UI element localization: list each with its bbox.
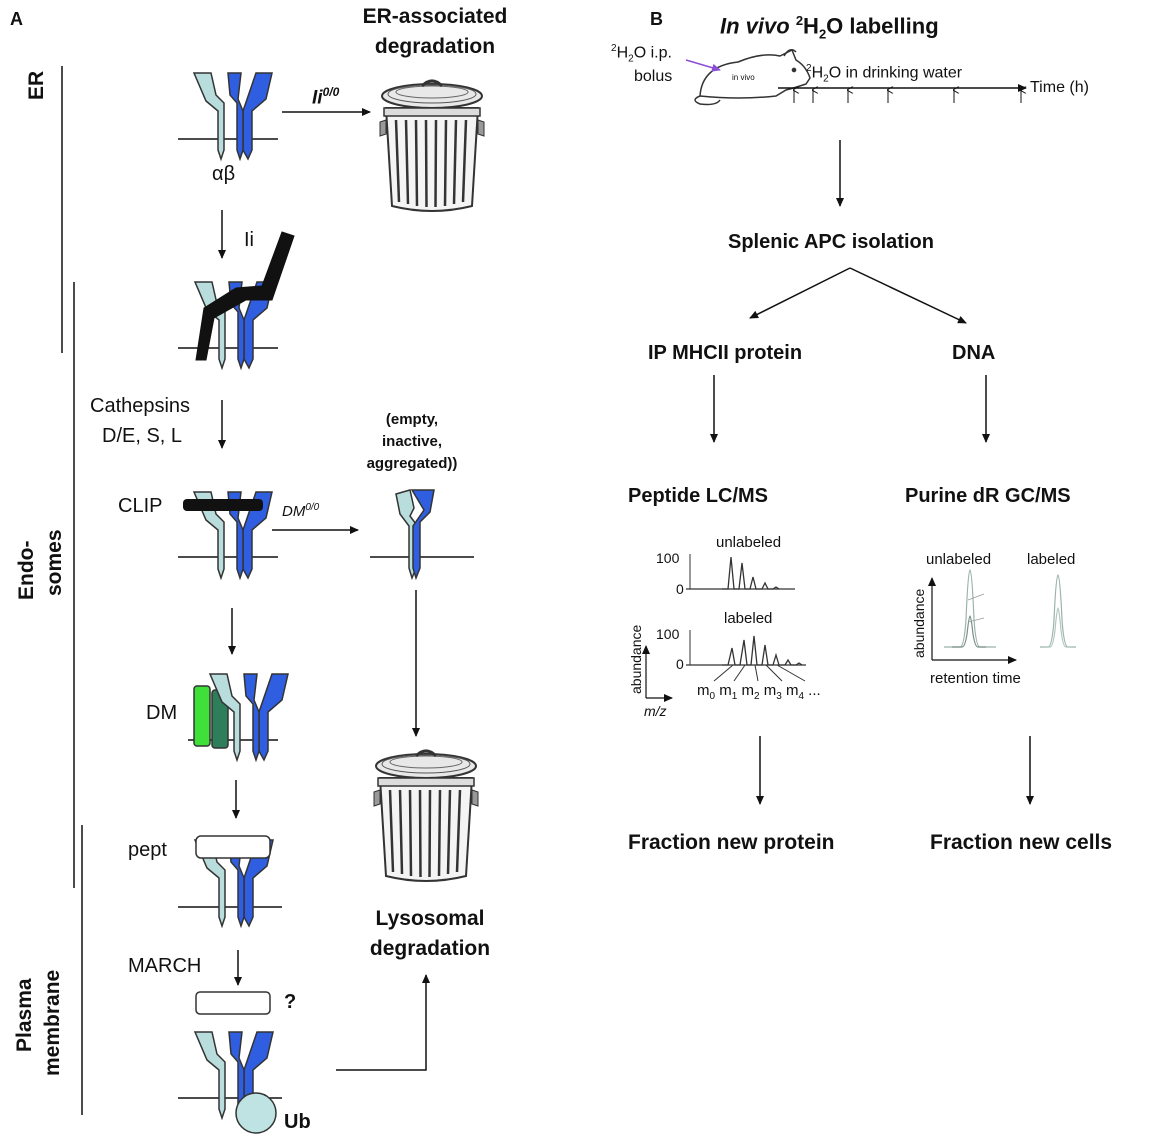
tick-100-labeled: 100 <box>656 626 680 642</box>
ms-spectrum-labeled <box>686 630 806 682</box>
erad-title-line1: ER-associated <box>362 5 508 28</box>
mhc-ii-complex <box>178 231 295 369</box>
label-empty-3: aggregated)) <box>366 455 458 472</box>
label-pept: pept <box>128 839 167 861</box>
label-abundance-gcms: abundance <box>911 588 927 658</box>
tick-100-unlabeled: 100 <box>656 550 680 566</box>
trash-can-erad <box>378 79 486 213</box>
lyso-title-line2: degradation <box>369 937 491 960</box>
label-peptide-lcms: Peptide LC/MS <box>628 485 769 507</box>
label-unlabeled-lcms: unlabeled <box>716 534 782 551</box>
mhc-ab-dimer-er <box>178 72 278 160</box>
label-er: ER <box>25 70 48 100</box>
label-membrane: membrane <box>41 969 64 1076</box>
lcms-axes <box>642 645 673 702</box>
label-bolus-2: bolus <box>634 68 673 85</box>
mhc-dm-complex <box>188 673 289 761</box>
label-endosomes-1: Endo- <box>15 540 38 600</box>
label-dm: DM <box>146 702 178 724</box>
label-dna: DNA <box>952 342 996 364</box>
label-plasma: Plasma <box>13 978 36 1052</box>
label-drinking-water: 2H2O in drinking water <box>806 63 963 85</box>
trash-can-lysosomal <box>372 749 480 883</box>
mhc-empty-complex <box>370 489 474 581</box>
sampling-arrows <box>794 90 1021 103</box>
label-cathepsins-1: Cathepsins <box>90 395 191 417</box>
label-mouse-in-vivo: in vivo <box>732 73 755 82</box>
lyso-title-line1: Lysosomal <box>375 907 485 930</box>
ms-spectrum-unlabeled <box>686 554 795 590</box>
label-labeled-gcms: labeled <box>1027 551 1076 568</box>
erad-title-line2: degradation <box>374 35 496 58</box>
label-mz: m/z <box>644 703 667 719</box>
label-empty-2: inactive, <box>381 433 443 450</box>
label-cathepsins-2: D/E, S, L <box>102 425 183 447</box>
mouse-illustration <box>694 48 811 106</box>
label-unlabeled-gcms: unlabeled <box>926 551 992 568</box>
panel-label-b: B <box>650 9 663 29</box>
label-alpha-beta: αβ <box>212 163 236 185</box>
label-time: Time (h) <box>1030 79 1089 96</box>
label-ip-mhcii: IP MHCII protein <box>648 342 803 364</box>
label-labeled-lcms: labeled <box>724 610 773 627</box>
label-dm00: DM0/0 <box>282 502 320 520</box>
label-fraction-protein: Fraction new protein <box>628 831 835 854</box>
label-fraction-cells: Fraction new cells <box>930 831 1113 854</box>
mhc-peptide-complex <box>178 835 282 927</box>
label-question: ? <box>284 991 297 1013</box>
label-isolation: Splenic APC isolation <box>728 231 934 253</box>
label-abundance-lcms: abundance <box>628 624 644 694</box>
label-endosomes-2: somes <box>43 529 66 596</box>
label-clip: CLIP <box>118 495 163 517</box>
mhc-clip-complex <box>178 491 278 579</box>
arrow-to-ip <box>749 267 851 319</box>
arrow-to-dna <box>849 267 967 324</box>
tick-0-labeled: 0 <box>676 656 684 672</box>
arrow-ub-to-lyso <box>336 974 430 1071</box>
bolus-arrow <box>685 59 721 72</box>
label-retention-time: retention time <box>930 670 1021 687</box>
gcms-chromatogram <box>928 569 1076 664</box>
label-ii: Ii <box>244 229 254 251</box>
label-bolus-1: 2H2O i.p. <box>611 43 672 65</box>
panel-b-title: In vivo 2H2O labelling <box>720 13 939 42</box>
label-empty-1: (empty, <box>385 411 439 428</box>
label-ub: Ub <box>284 1111 311 1133</box>
label-isotopologues: m0 m1 m2 m3 m4 ... <box>697 682 821 702</box>
label-purine-gcms: Purine dR GC/MS <box>905 485 1071 507</box>
panel-label-a: A <box>10 9 23 29</box>
tick-0-unlabeled: 0 <box>676 581 684 597</box>
label-ii00: Ii0/0 <box>312 85 340 109</box>
label-march: MARCH <box>128 955 202 977</box>
compartment-brackets <box>61 66 83 1115</box>
mhc-ub-complex <box>178 991 282 1134</box>
